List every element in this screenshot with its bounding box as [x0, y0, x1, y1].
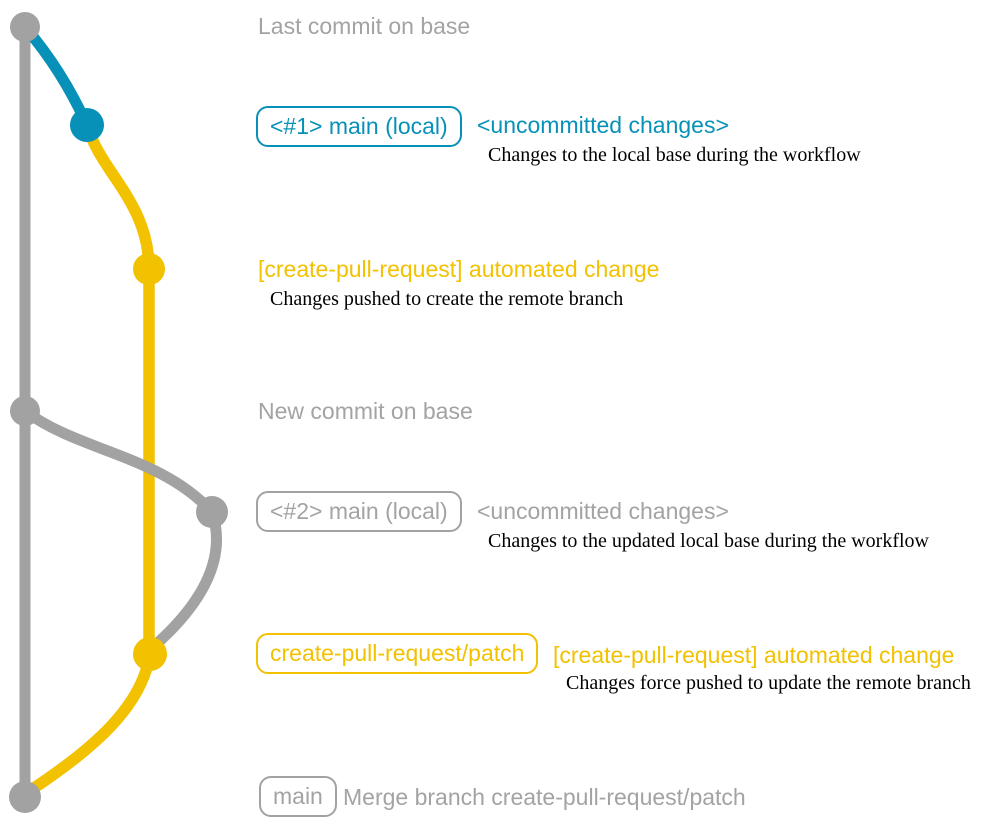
commit-message-uncommitted-1: <uncommitted changes>: [477, 112, 729, 138]
commit-message-automated-1: [create-pull-request] automated change: [258, 256, 660, 282]
commit-message-automated-2: [create-pull-request] automated change: [553, 642, 955, 668]
commit-title-new-base: New commit on base: [258, 398, 473, 424]
commit-dot-new-base: [10, 396, 40, 426]
commit-message-merge: Merge branch create-pull-request/patch: [343, 784, 746, 810]
patch-branch-curve-1: [81, 119, 155, 275]
commit-title-last-base: Last commit on base: [258, 13, 471, 39]
commit-message-uncommitted-2: <uncommitted changes>: [477, 498, 729, 524]
branch-label-main-local-1: <#1> main (local): [256, 106, 462, 147]
merge-curve: [22, 648, 156, 798]
commit-note-automated-2: Changes force pushed to update the remot…: [566, 672, 971, 694]
commit-note-uncommitted-1: Changes to the local base during the wor…: [488, 144, 861, 166]
local-main-branch-curve-1: [19, 21, 93, 131]
commit-dot-automated-2: [133, 637, 167, 671]
rebase-curve: [146, 506, 222, 654]
commit-dot-uncommitted-2: [196, 496, 228, 528]
commit-note-uncommitted-2: Changes to the updated local base during…: [488, 530, 929, 552]
branch-label-main: main: [259, 776, 337, 817]
commit-dot-uncommitted-1: [70, 108, 104, 142]
commit-dot-automated-1: [133, 253, 165, 285]
commit-dot-last-base: [10, 12, 40, 42]
local-main-branch-curve-2: [19, 405, 218, 518]
commit-dot-merge: [9, 781, 41, 813]
branch-label-patch: create-pull-request/patch: [256, 633, 539, 674]
commit-note-automated-1: Changes pushed to create the remote bran…: [270, 288, 624, 310]
branch-label-main-local-2: <#2> main (local): [256, 491, 462, 532]
